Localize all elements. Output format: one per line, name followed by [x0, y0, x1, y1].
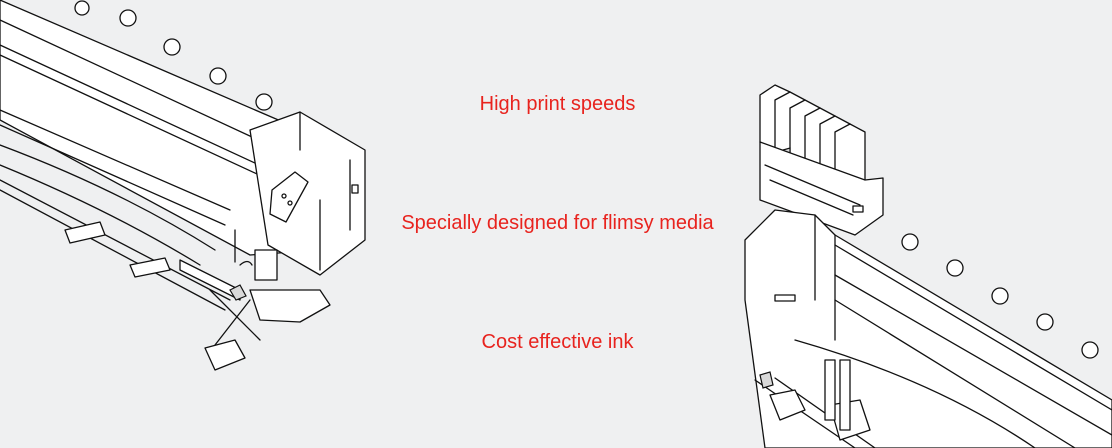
ink-station-box	[759, 141, 884, 236]
printer-body	[744, 209, 1112, 448]
printer-right-end-drawing	[0, 0, 366, 371]
feature-flimsy-media: Specially designed for flimsy media	[401, 212, 714, 234]
stand-and-takeup	[0, 179, 331, 371]
feature-cost-effective-ink: Cost effective ink	[481, 331, 634, 353]
top-rollers	[74, 0, 273, 111]
control-housing	[249, 111, 366, 276]
top-rollers	[901, 233, 1099, 359]
feature-high-print-speeds: High print speeds	[479, 93, 636, 115]
printer-ink-station-drawing	[744, 84, 1112, 448]
feed-mechanism	[754, 359, 876, 448]
